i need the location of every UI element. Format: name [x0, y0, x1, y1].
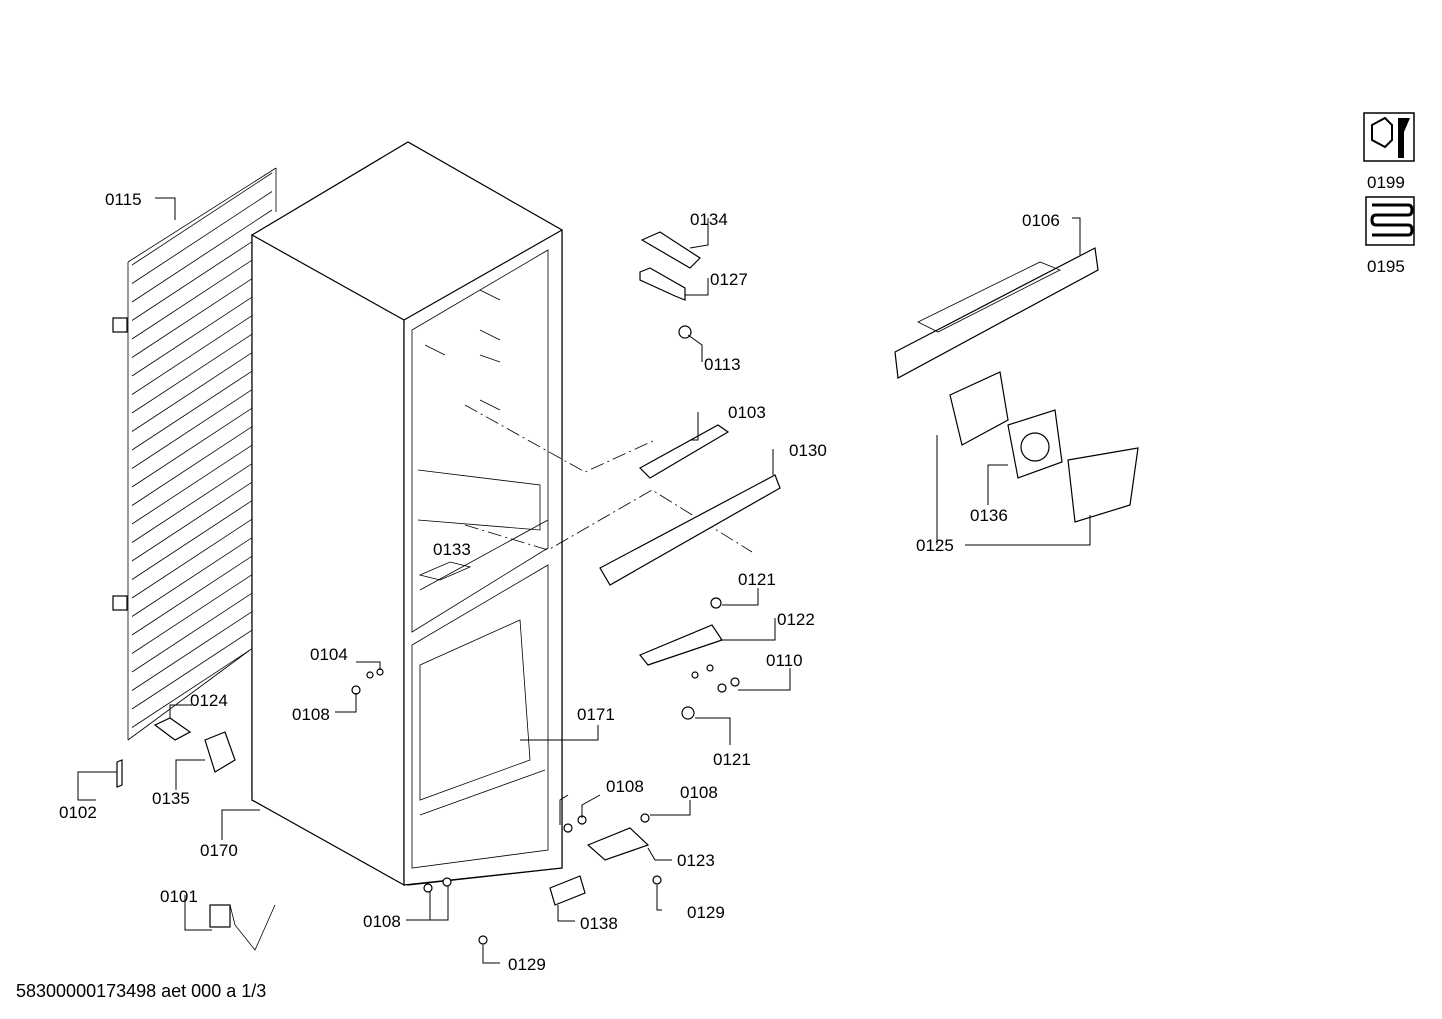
- leader-lines: [77, 197, 1091, 964]
- coil-tube-row: [131, 376, 273, 469]
- callout-0133: 0133: [433, 540, 471, 559]
- hinge: [639, 624, 723, 666]
- callout-0108-left: 0108: [292, 705, 330, 724]
- coil-tube-row: [131, 616, 273, 710]
- coil-tube-row: [131, 413, 273, 506]
- callout-0127: 0127: [710, 270, 748, 289]
- filter-drier: [116, 759, 123, 788]
- bottom-hinge: [586, 827, 650, 861]
- callout-0113: 0113: [704, 355, 741, 374]
- thermostat-holder: [204, 731, 236, 773]
- callout-0170: 0170: [200, 841, 238, 860]
- control-panel: [894, 247, 1099, 379]
- coil-tube-row: [131, 283, 273, 377]
- coil-tube-row: [131, 320, 273, 414]
- coil-tube-row: [131, 635, 273, 728]
- callout-0108-hinge-a: 0108: [606, 777, 644, 796]
- coil-tube-row: [131, 265, 273, 358]
- callout-0129-right: 0129: [687, 903, 725, 922]
- wrench-nut-icon: [1363, 112, 1415, 162]
- coil-tube-row: [131, 450, 273, 543]
- legend-code-0195: 0195: [1367, 257, 1405, 276]
- callout-0171: 0171: [577, 705, 615, 724]
- coil-tube-row: [131, 579, 273, 673]
- cover-plate: [153, 717, 192, 741]
- callout-0130: 0130: [789, 441, 827, 460]
- coil-tube-row: [131, 542, 273, 636]
- coil-tube-row: [131, 191, 273, 284]
- coil-tube-row: [131, 302, 273, 395]
- bottom-cover: [549, 875, 586, 906]
- coil-tube-row: [131, 505, 273, 599]
- pin: [710, 597, 722, 609]
- callout-0134: 0134: [690, 210, 728, 229]
- fan-cover: [1067, 447, 1139, 523]
- callout-0125: 0125: [916, 536, 954, 555]
- coil-tube-row: [131, 228, 273, 321]
- callout-0121-top: 0121: [738, 570, 776, 589]
- coil-tube-row: [131, 468, 273, 562]
- hinge-bracket: [639, 267, 686, 301]
- callout-0103: 0103: [728, 403, 766, 422]
- callout-0121-bottom: 0121: [713, 750, 751, 769]
- coil-tube-row: [131, 598, 273, 691]
- callout-0135: 0135: [152, 789, 190, 808]
- callout-0106: 0106: [1022, 211, 1060, 230]
- cabinet-body: [251, 141, 563, 887]
- coil-tube-row: [131, 209, 273, 303]
- callout-0124: 0124: [190, 691, 228, 710]
- coil-tube-row: [131, 561, 273, 654]
- callout-0138: 0138: [580, 914, 618, 933]
- rail: [599, 474, 781, 586]
- callout-0102: 0102: [59, 803, 97, 822]
- callout-0122: 0122: [777, 610, 815, 629]
- callout-0115: 0115: [105, 190, 142, 209]
- coil-tube-row: [131, 357, 273, 451]
- coil-tube-row: [131, 246, 273, 340]
- coil-tube-icon: [1365, 196, 1415, 246]
- handle-cap: [640, 231, 701, 269]
- callout-0110: 0110: [766, 651, 803, 670]
- condenser-coil: [112, 167, 277, 741]
- shelf-tag: [418, 561, 472, 581]
- control-board: [639, 424, 730, 479]
- callout-0136: 0136: [970, 506, 1008, 525]
- coil-tube-row: [131, 339, 273, 432]
- callout-0129-bottom: 0129: [508, 955, 546, 974]
- fan-housing: [949, 371, 1009, 446]
- coil-tube-row: [131, 431, 273, 525]
- callout-0104: 0104: [310, 645, 348, 664]
- coil-tube-row: [131, 172, 273, 266]
- callout-0108-hinge-b: 0108: [680, 783, 718, 802]
- document-code: 58300000173498 aet 000 a 1/3: [16, 981, 267, 1001]
- pin: [681, 706, 695, 720]
- callout-0108-feet: 0108: [363, 912, 401, 931]
- callout-0101: 0101: [160, 887, 198, 906]
- coil-tube-row: [131, 394, 273, 488]
- coil-tube-row: [131, 487, 273, 580]
- coil-tube-row: [131, 524, 273, 617]
- callout-0123: 0123: [677, 851, 715, 870]
- legend-code-0199: 0199: [1367, 173, 1405, 192]
